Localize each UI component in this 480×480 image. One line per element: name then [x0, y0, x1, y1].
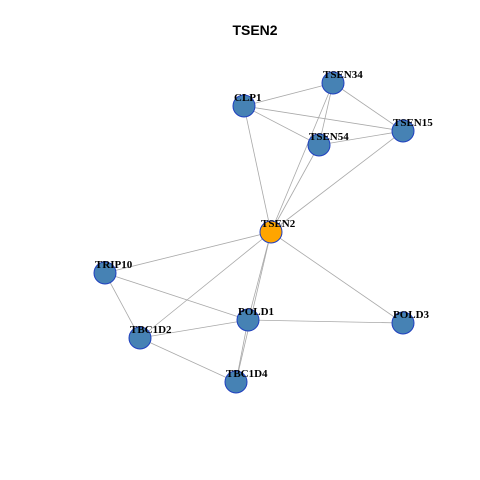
node-label-tbc1d2: TBC1D2	[130, 324, 172, 336]
node-layer	[93, 71, 415, 394]
edge-tsen34-tsen15	[332, 82, 404, 132]
edge-tsen2-trip10	[104, 231, 272, 274]
node-tsen54[interactable]	[307, 133, 331, 157]
edge-clp1-tsen15	[243, 105, 404, 132]
node-trip10[interactable]	[93, 261, 117, 285]
edge-clp1-tsen34	[243, 82, 334, 107]
node-tsen34[interactable]	[321, 71, 345, 95]
edge-clp1-tsen54	[243, 105, 320, 146]
node-label-tsen34: TSEN34	[323, 69, 363, 81]
edge-tsen2-tbc1d4	[235, 231, 272, 383]
edge-clp1-tsen2	[243, 105, 272, 233]
edge-tsen15-tsen2	[270, 130, 404, 233]
node-tsen15[interactable]	[391, 119, 415, 143]
edge-tsen34-tsen2	[270, 82, 334, 233]
node-label-tbc1d4: TBC1D4	[226, 368, 268, 380]
node-clp1[interactable]	[232, 94, 256, 118]
node-label-tsen15: TSEN15	[393, 117, 433, 129]
node-label-pold1: POLD1	[238, 306, 274, 318]
edge-tsen2-tbc1d2	[139, 231, 272, 339]
edge-trip10-tbc1d2	[104, 272, 141, 339]
node-label-clp1: CLP1	[234, 92, 262, 104]
node-tbc1d4[interactable]	[224, 370, 248, 394]
node-label-tsen54: TSEN54	[309, 131, 349, 143]
node-label-pold3: POLD3	[393, 309, 430, 321]
node-pold3[interactable]	[391, 311, 415, 335]
edge-pold1-tbc1d2	[139, 319, 249, 339]
node-tsen2[interactable]	[259, 220, 283, 244]
edge-pold1-pold3	[247, 319, 404, 324]
node-label-tsen2: TSEN2	[261, 218, 296, 230]
edge-tsen15-tsen54	[318, 130, 404, 146]
edge-tbc1d2-tbc1d4	[139, 337, 237, 383]
edge-tsen2-pold1	[247, 231, 272, 321]
edge-tsen54-tsen2	[270, 144, 320, 233]
node-pold1[interactable]	[236, 308, 260, 332]
graph-title: TSEN2	[232, 22, 277, 38]
edge-tsen2-pold3	[270, 231, 404, 324]
node-tbc1d2[interactable]	[128, 326, 152, 350]
edge-trip10-pold1	[104, 272, 249, 321]
node-label-trip10: TRIP10	[95, 259, 133, 271]
